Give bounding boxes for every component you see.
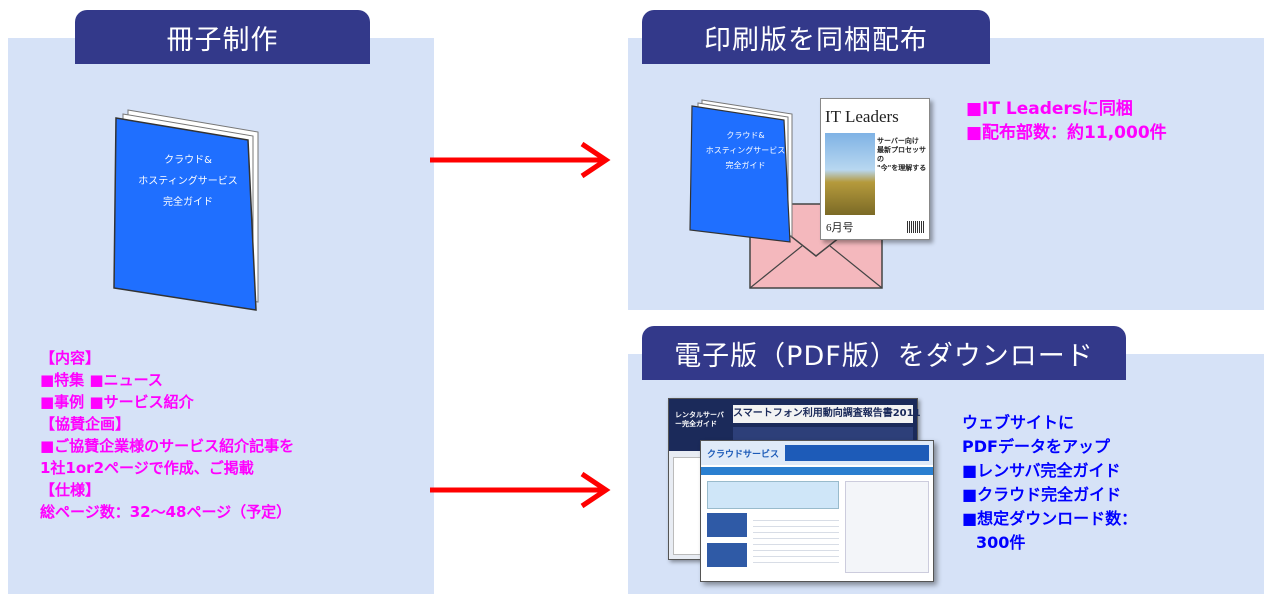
screenshot-side-title: レンタルサーバー完全ガイド: [675, 411, 724, 428]
magazine-headline: サーバー向け 最新プロセッサの "今"を理解する: [877, 137, 927, 172]
booklet-illustration: [113, 109, 259, 311]
print-distribution-info: ■IT Leadersに同梱 ■配布部数：約11,000件: [966, 99, 1167, 143]
pdf-download-title: 電子版（PDF版）をダウンロード: [642, 326, 1126, 380]
booklet-content-list: 【内容】 ■特集 ■ニュース ■事例 ■サービス紹介 【協賛企画】 ■ご協賛企業…: [40, 349, 295, 521]
pdf-download-info: ウェブサイトに PDFデータをアップ ■レンサバ完全ガイド ■クラウド完全ガイド…: [962, 413, 1138, 552]
booklet-production-title: 冊子制作: [75, 10, 370, 64]
print-booklet-cover-text: クラウド& ホスティングサービス 完全ガイド: [705, 131, 786, 170]
magazine-issue: 6月号: [826, 222, 854, 234]
screenshot-front-logo: クラウドサービス: [707, 450, 780, 460]
arrow-to-pdf: [430, 471, 611, 509]
print-distribution-title: 印刷版を同梱配布: [642, 10, 990, 64]
it-leaders-magazine: IT Leaders サーバー向け 最新プロセッサの "今"を理解する 6月号: [820, 98, 930, 240]
print-booklet-illustration: [689, 99, 793, 243]
website-screenshot-front: クラウドサービス: [700, 440, 934, 582]
arrow-to-print: [430, 141, 611, 179]
magazine-cover-photo: [825, 133, 875, 215]
magazine-logo: IT Leaders: [825, 107, 899, 126]
screenshot-banner: スマートフォン利用動向調査報告書2011: [733, 405, 921, 423]
magazine-barcode: [907, 221, 925, 233]
booklet-cover-text: クラウド& ホスティングサービス 完全ガイド: [138, 155, 238, 208]
